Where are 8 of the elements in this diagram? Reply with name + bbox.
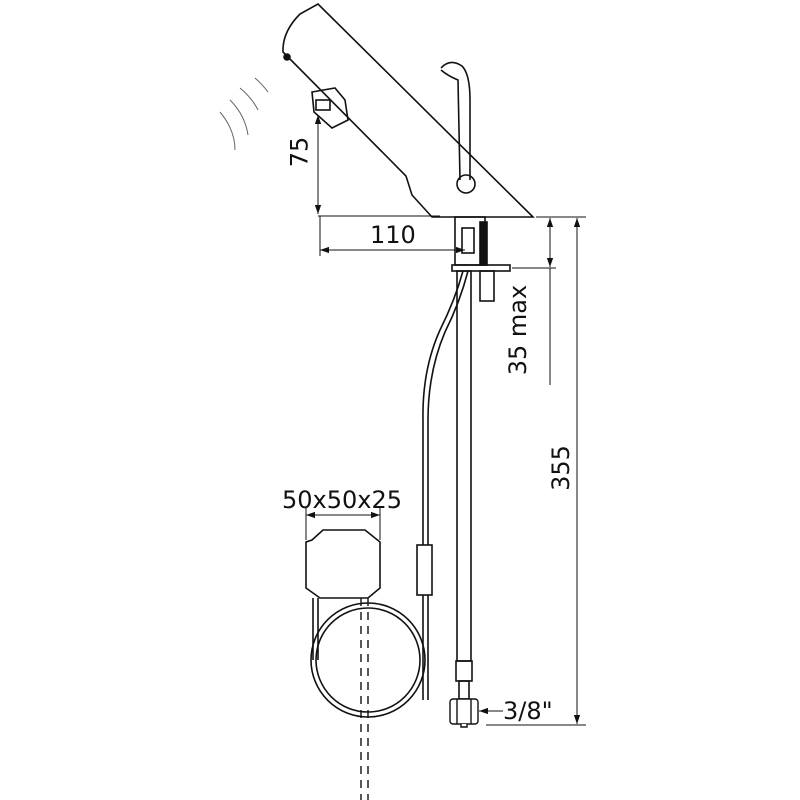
hex-nut-drawing [449, 698, 479, 729]
dimension-value: 355 [548, 445, 574, 491]
dimension-value: 35 max [505, 284, 532, 376]
thread-size-label: 3/8" [503, 698, 553, 724]
dimension-value: 110 [370, 222, 416, 248]
dimension-value: 75 [286, 136, 312, 168]
leader-line [478, 708, 504, 714]
dimension-value: 50x50x25 [282, 487, 402, 513]
